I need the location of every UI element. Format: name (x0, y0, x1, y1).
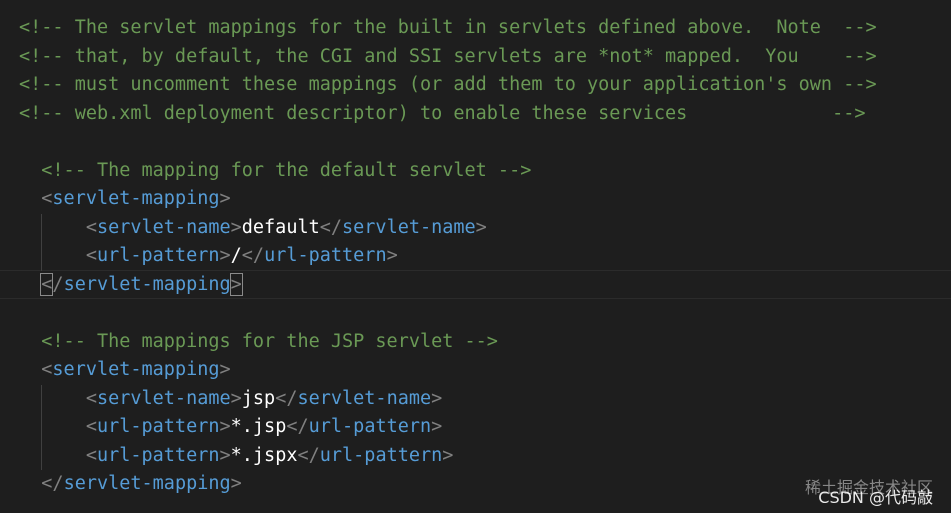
code-token: servlet-name (96, 216, 231, 238)
code-token: <!-- web.xml deployment descriptor) to e… (19, 102, 866, 124)
code-token: > (230, 387, 242, 409)
indent-guide (41, 214, 42, 271)
code-token: default (241, 216, 320, 238)
code-line[interactable]: <!-- must uncomment these mappings (or a… (19, 71, 877, 100)
code-token: > (219, 416, 231, 437)
code-token: < (19, 444, 97, 466)
code-token: servlet-name (96, 387, 231, 409)
code-token: *.jspx (230, 444, 298, 466)
code-token: > (475, 216, 487, 238)
code-token: servlet-mapping (63, 473, 231, 494)
code-token: > (219, 444, 231, 466)
code-token: / (230, 245, 242, 266)
code-token: > (229, 272, 243, 296)
code-token: *.jsp (230, 416, 287, 437)
code-token: < (19, 188, 53, 209)
indent-guide (41, 385, 42, 470)
code-line[interactable]: <servlet-name>default</servlet-name> (19, 214, 487, 243)
code-token: servlet-mapping (63, 273, 231, 295)
code-token: url-pattern (96, 245, 220, 266)
code-line[interactable]: <servlet-name>jsp</servlet-name> (19, 385, 442, 414)
code-token: </ (241, 245, 265, 266)
code-token: / (52, 273, 64, 295)
code-token: jsp (241, 387, 276, 409)
code-token: </ (275, 387, 298, 409)
code-token: < (19, 416, 97, 437)
code-token: < (19, 245, 97, 266)
code-token: </ (19, 473, 64, 494)
code-line[interactable]: <!-- web.xml deployment descriptor) to e… (19, 100, 865, 129)
code-token: </ (319, 216, 343, 238)
code-token: < (19, 216, 97, 238)
code-token: > (219, 188, 231, 209)
code-token: > (431, 387, 443, 409)
code-token: > (219, 245, 231, 266)
code-token: </ (297, 444, 320, 466)
code-token: servlet-name (297, 387, 432, 409)
code-token (19, 274, 41, 295)
code-line[interactable]: <servlet-mapping> (19, 185, 231, 214)
code-token: < (19, 387, 97, 409)
code-token: > (386, 245, 398, 266)
code-token: servlet-mapping (52, 188, 220, 209)
code-token: url-pattern (96, 444, 220, 466)
code-token: < (19, 359, 53, 380)
code-token: <!-- The mappings for the JSP servlet --… (19, 330, 498, 352)
code-token: servlet-mapping (52, 359, 220, 380)
watermark-csdn: CSDN @代码敲 (818, 488, 933, 507)
code-token: > (230, 216, 242, 238)
code-line[interactable]: <url-pattern>*.jspx</url-pattern> (19, 442, 454, 471)
code-line[interactable]: <!-- The mappings for the JSP servlet --… (19, 328, 498, 357)
code-token: url-pattern (319, 444, 443, 466)
code-token: > (442, 444, 454, 466)
code-token: <!-- The mapping for the default servlet… (19, 159, 532, 181)
code-line[interactable]: </servlet-mapping> (19, 470, 242, 499)
code-token: </ (286, 416, 309, 437)
code-token: url-pattern (264, 245, 387, 266)
code-line[interactable]: <url-pattern>*.jsp</url-pattern> (19, 413, 442, 442)
current-line-highlight (0, 270, 951, 299)
code-line[interactable]: <!-- that, by default, the CGI and SSI s… (19, 43, 877, 72)
code-token: <!-- The servlet mappings for the built … (19, 17, 877, 38)
code-token: > (219, 359, 231, 380)
code-line[interactable]: <!-- The mapping for the default servlet… (19, 157, 531, 186)
code-line[interactable]: <url-pattern>/</url-pattern> (19, 242, 398, 271)
code-token: url-pattern (308, 416, 432, 437)
code-token: <!-- that, by default, the CGI and SSI s… (19, 45, 877, 67)
code-line[interactable]: </servlet-mapping> (19, 271, 243, 300)
code-line[interactable]: <servlet-mapping> (19, 356, 231, 385)
code-line[interactable]: <!-- The servlet mappings for the built … (19, 14, 877, 43)
code-token: <!-- must uncomment these mappings (or a… (19, 74, 877, 95)
code-token: < (40, 272, 54, 296)
code-token: servlet-name (342, 216, 476, 238)
code-token: url-pattern (96, 416, 220, 437)
code-token: > (431, 416, 443, 437)
watermark-juejin: 稀土掘金技术社区 (804, 478, 933, 497)
code-token: > (230, 473, 242, 494)
